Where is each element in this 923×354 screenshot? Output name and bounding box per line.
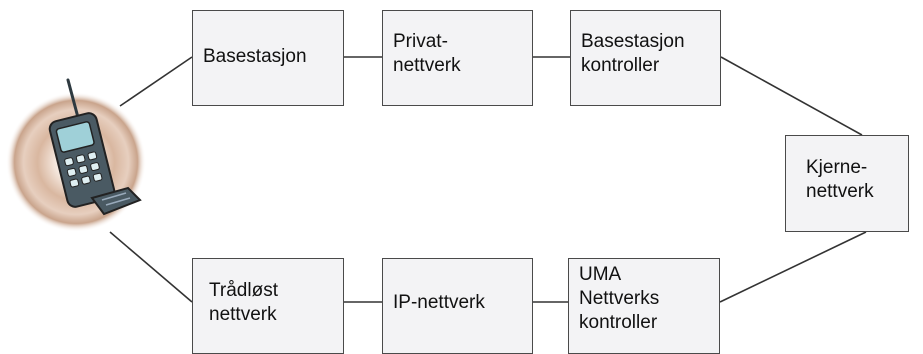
node-label-line: Nettverks <box>579 288 660 309</box>
node-uma-nettverks-kontroller: UMA Nettverks kontroller <box>568 258 720 354</box>
node-label-line: Basestasjon <box>203 46 307 67</box>
connector-kjerne-uma <box>719 231 867 303</box>
connector-phone-basestasjon <box>119 56 193 107</box>
node-label-line: Basestasjon <box>581 31 685 52</box>
node-label-line: Privat- <box>393 31 448 52</box>
node-ip-nettverk: IP-nettverk <box>382 258 533 354</box>
node-label-line: nettverk <box>393 55 461 76</box>
connector-bsc-kjerne <box>720 56 863 136</box>
node-label-line: nettverk <box>209 304 277 325</box>
node-label-line: nettverk <box>806 181 874 202</box>
node-label-line: UMA <box>579 264 622 285</box>
mobile-phone-icon <box>6 78 146 232</box>
node-label-line: Kjerne- <box>806 157 868 178</box>
node-tradlost-nettverk: Trådløst nettverk <box>192 258 344 354</box>
connector-tradlost-phone <box>109 231 193 303</box>
node-label-line: IP-nettverk <box>393 292 485 313</box>
node-kjerne-nettverk: Kjerne- nettverk <box>785 135 909 232</box>
node-basestasjon: Basestasjon <box>192 10 344 106</box>
node-label-line: kontroller <box>581 55 660 76</box>
node-label-line: Trådløst <box>209 280 278 301</box>
node-label-line: kontroller <box>579 312 658 333</box>
node-privat-nettverk: Privat- nettverk <box>382 10 533 106</box>
node-basestasjon-kontroller: Basestasjon kontroller <box>570 10 721 106</box>
